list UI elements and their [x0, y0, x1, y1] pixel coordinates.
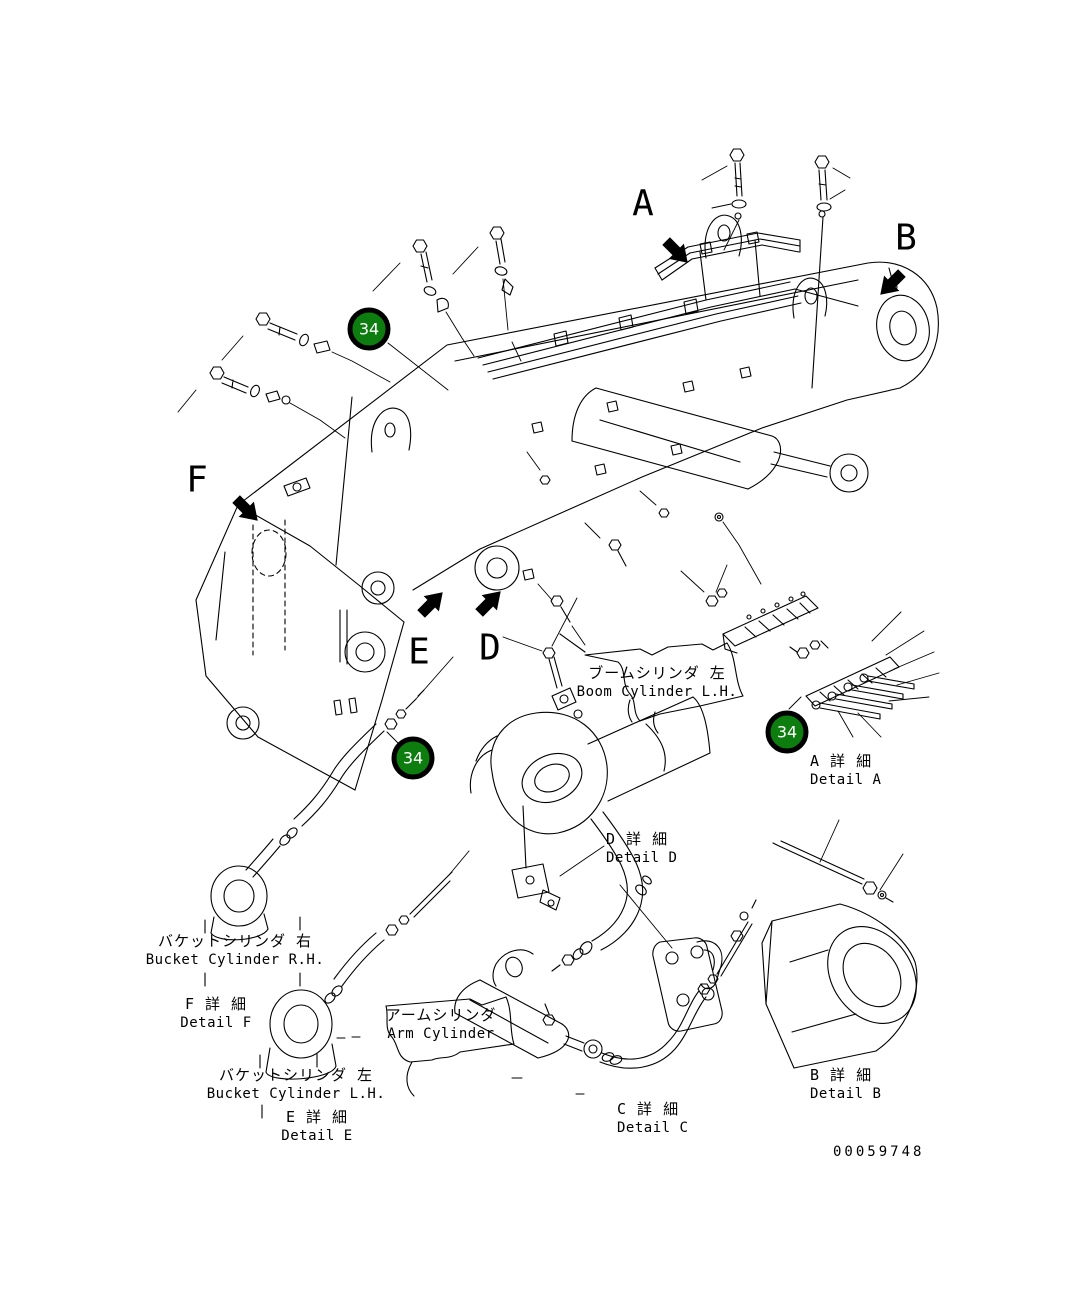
part-callout-badge-34-right[interactable]: 34	[765, 710, 809, 754]
view-letter-e: E	[408, 631, 430, 673]
detail-f-assembly	[204, 689, 425, 1119]
label-detail-f-en: Detail F	[180, 1015, 252, 1031]
leader-lines	[177, 165, 940, 949]
label-detail-a-en: Detail A	[810, 772, 882, 788]
label-boom-cylinder-lh-jp: ブームシリンダ 左	[588, 664, 726, 682]
label-detail-d-en: Detail D	[606, 850, 678, 866]
label-bucket-cylinder-rh-en: Bucket Cylinder R.H.	[145, 952, 325, 968]
view-arrows	[232, 237, 906, 618]
label-detail-c-en: Detail C	[617, 1120, 689, 1136]
label-detail-f-jp: F 詳 細	[184, 995, 248, 1013]
view-arrow-b	[880, 269, 906, 295]
view-arrow-e	[417, 592, 443, 618]
boom-cylinder-installed	[571, 387, 869, 493]
part-callout-badge-34-top[interactable]: 34	[347, 307, 391, 351]
drawing-number: 00059748	[833, 1144, 925, 1160]
label-arm-cylinder-en: Arm Cylinder	[387, 1026, 495, 1042]
label-detail-b-jp: B 詳 細	[810, 1066, 873, 1084]
boom-structure	[195, 214, 939, 791]
label-arm-cylinder: アームシリンダ Arm Cylinder	[386, 1006, 497, 1044]
part-callout-badge-34-left[interactable]: 34	[391, 736, 435, 780]
label-boom-cylinder-lh: ブームシリンダ 左 Boom Cylinder L.H.	[577, 664, 738, 702]
label-detail-b-en: Detail B	[810, 1086, 882, 1102]
detail-c-assembly	[454, 899, 757, 1095]
label-detail-b: B 詳 細 Detail B	[810, 1066, 881, 1104]
view-letter-d: D	[479, 627, 501, 669]
view-arrow-a	[662, 237, 688, 263]
label-detail-e: E 詳 細 Detail E	[281, 1108, 352, 1146]
label-detail-e-en: Detail E	[281, 1128, 353, 1144]
label-bucket-cylinder-rh-jp: バケットシリンダ 右	[157, 932, 313, 950]
mounting-bolts	[209, 148, 832, 623]
label-frames	[385, 633, 744, 1097]
view-arrow-f	[232, 495, 258, 521]
label-detail-d-jp: D 詳 細	[606, 830, 669, 848]
label-detail-c-jp: C 詳 細	[617, 1100, 680, 1118]
hydraulic-piping-top	[477, 231, 859, 380]
label-bucket-cylinder-rh: バケットシリンダ 右 Bucket Cylinder R.H.	[146, 932, 325, 970]
detail-b-assembly	[761, 840, 918, 1069]
label-detail-e-jp: E 詳 細	[285, 1108, 349, 1126]
label-detail-c: C 詳 細 Detail C	[617, 1100, 688, 1138]
view-arrow-d	[475, 591, 501, 617]
detail-d-assembly	[469, 647, 711, 972]
label-detail-d: D 詳 細 Detail D	[606, 830, 677, 868]
label-boom-cylinder-lh-en: Boom Cylinder L.H.	[576, 684, 738, 700]
view-letter-b: B	[895, 217, 917, 259]
label-arm-cylinder-jp: アームシリンダ	[385, 1006, 497, 1024]
view-letter-f: F	[186, 459, 208, 501]
detail-e-assembly	[265, 871, 453, 1080]
label-detail-f: F 詳 細 Detail F	[180, 995, 251, 1033]
view-letter-a: A	[632, 183, 654, 225]
label-detail-a-jp: A 詳 細	[810, 752, 873, 770]
label-bucket-cylinder-lh-en: Bucket Cylinder L.H.	[206, 1086, 386, 1102]
label-detail-a: A 詳 細 Detail A	[810, 752, 881, 790]
label-bucket-cylinder-lh-jp: バケットシリンダ 左	[218, 1066, 374, 1084]
label-bucket-cylinder-lh: バケットシリンダ 左 Bucket Cylinder L.H.	[207, 1066, 386, 1104]
